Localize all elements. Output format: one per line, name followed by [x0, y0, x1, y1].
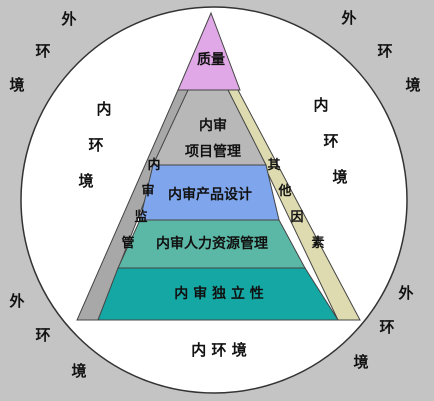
outer-env-top-right-3: 境: [405, 76, 420, 94]
inner-env-bottom: 内 环 境: [191, 341, 246, 359]
inner-env-left-3: 境: [78, 172, 93, 190]
outer-env-bottom-right-2: 环: [379, 318, 394, 336]
pyramid-layer3-label: 内审产品设计: [168, 186, 252, 203]
left-side-char-3: 监: [134, 209, 147, 225]
outer-env-top-left-3: 境: [9, 76, 24, 94]
outer-env-top-right-1: 外: [340, 9, 356, 27]
outer-env-top-left-1: 外: [60, 10, 76, 28]
right-side-char-4: 素: [311, 235, 324, 251]
outer-env-bottom-left-1: 外: [8, 292, 24, 310]
left-side-char-1: 内: [147, 157, 160, 173]
inner-env-right-1: 内: [313, 96, 328, 114]
inner-env-right-3: 境: [332, 168, 347, 186]
pyramid-top-label: 质量: [197, 51, 225, 68]
pyramid-layer2-label-line2: 项目管理: [185, 143, 241, 160]
inner-env-left-2: 环: [88, 136, 103, 154]
outer-env-bottom-right-3: 境: [353, 353, 368, 371]
outer-env-bottom-left-3: 境: [71, 362, 86, 380]
pyramid-layer4-label: 内审人力资源管理: [156, 235, 268, 252]
right-side-char-1: 其: [267, 157, 280, 173]
outer-env-top-right-2: 环: [377, 42, 392, 60]
inner-env-right-2: 环: [323, 132, 338, 150]
left-side-char-2: 审: [141, 183, 154, 199]
right-side-char-3: 因: [290, 210, 303, 225]
outer-env-top-left-2: 环: [35, 42, 50, 60]
outer-env-bottom-right-1: 外: [397, 284, 413, 302]
inner-env-left-1: 内: [96, 100, 111, 118]
pyramid-layer2-label-line1: 内审: [199, 117, 227, 134]
pyramid-base-label: 内 审 独 立 性: [174, 285, 264, 302]
pyramid-layer-independence: [97, 267, 339, 321]
left-side-char-4: 管: [121, 235, 134, 251]
outer-env-bottom-left-2: 环: [35, 326, 50, 344]
right-side-char-2: 他: [277, 183, 291, 199]
